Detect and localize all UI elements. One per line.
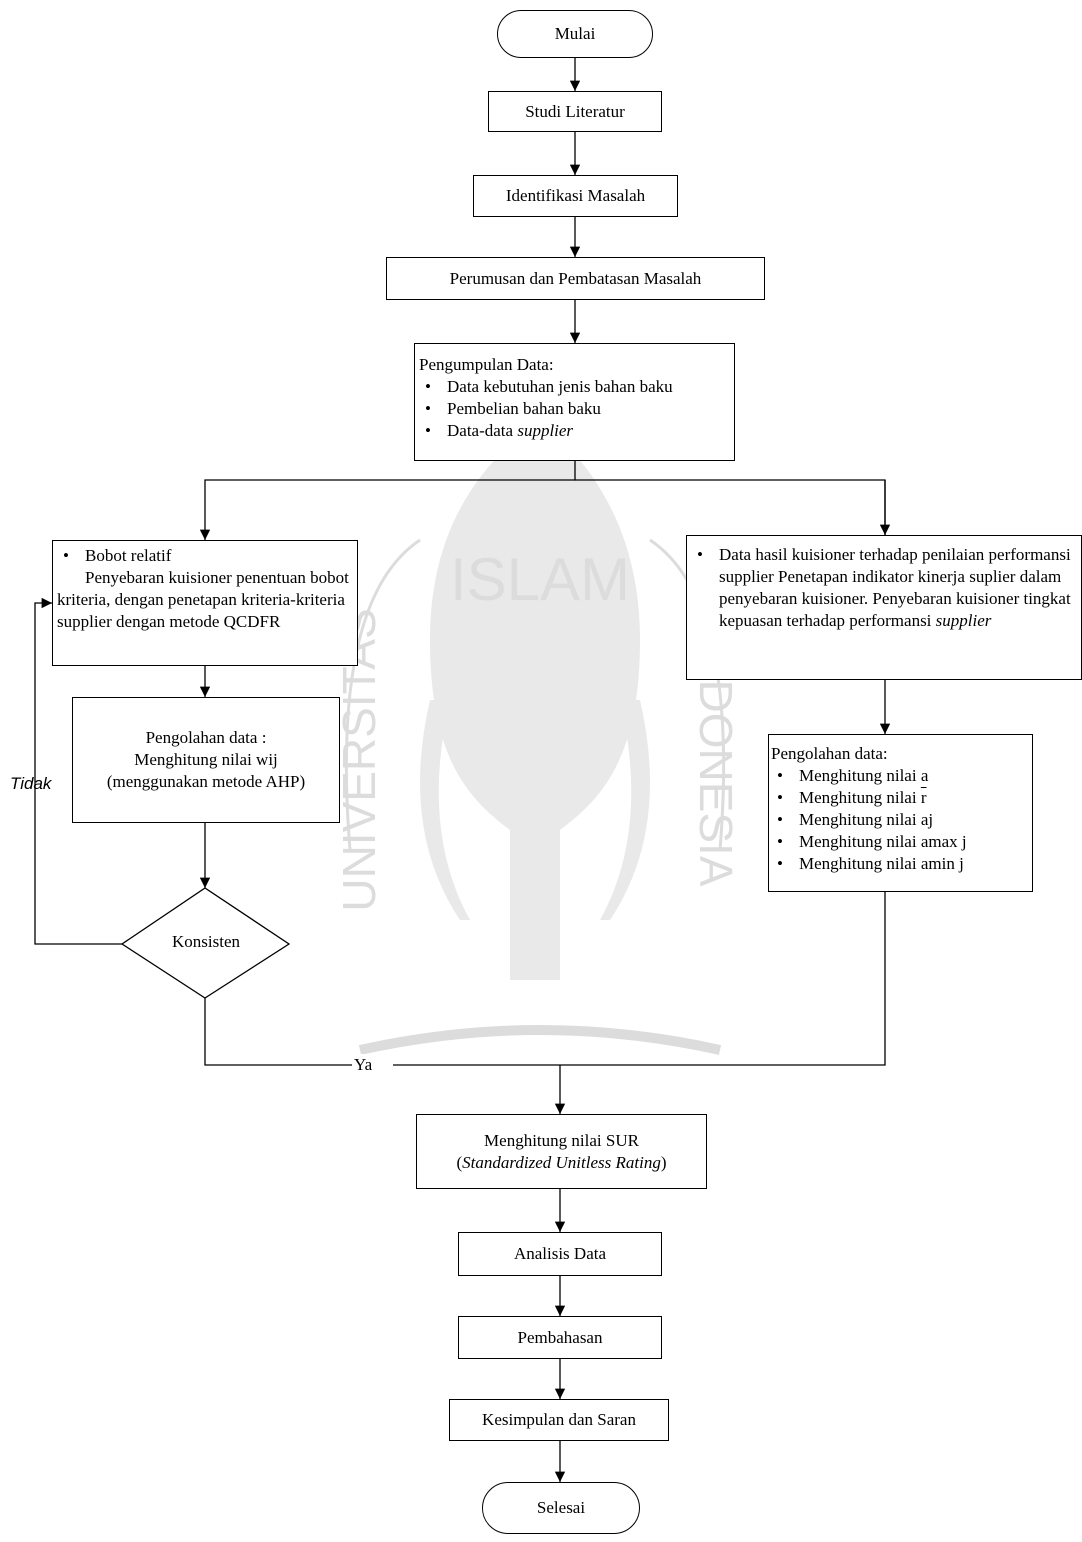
pengolahan-ahp-line1: Pengolahan data : <box>145 728 267 747</box>
pembahasan-label: Pembahasan <box>517 1327 603 1347</box>
kesimpulan-box: Kesimpulan dan Saran <box>449 1399 669 1441</box>
seal-text-top: ISLAM <box>450 546 630 613</box>
pengumpulan-title: Pengumpulan Data: <box>419 355 554 374</box>
pengolahan-item: Menghitung nilai amax j <box>771 831 1030 853</box>
seal-bottom-script <box>358 1025 722 1055</box>
arrow-tidak-loop <box>34 597 122 945</box>
kesimpulan-label: Kesimpulan dan Saran <box>482 1410 636 1429</box>
ya-label: Ya <box>352 1054 375 1076</box>
pengumpulan-item: Pembelian bahan baku <box>419 398 730 420</box>
pengolahan-title: Pengolahan data: <box>771 744 888 763</box>
studi-literatur-label: Studi Literatur <box>525 101 625 121</box>
end-terminal: Selesai <box>482 1482 640 1534</box>
perumusan-masalah-label: Perumusan dan Pembatasan Masalah <box>449 268 702 288</box>
seal-leaf-left <box>420 700 470 920</box>
studi-literatur-box: Studi Literatur <box>488 91 662 132</box>
pengolahan-ahp-line3: (menggunakan metode AHP) <box>106 772 306 791</box>
arrow-pengumpulan-kuisioner-line <box>575 479 886 535</box>
sur-box: Menghitung nilai SUR (Standardized Unitl… <box>416 1114 707 1189</box>
arrow-pengumpulan-bobot <box>199 461 576 540</box>
start-label: Mulai <box>554 24 596 43</box>
pengolahan-item: Menghitung nilai aj <box>771 809 1030 831</box>
pengolahan-item: Menghitung nilai r <box>771 787 1030 809</box>
identifikasi-masalah-box: Identifikasi Masalah <box>473 175 678 217</box>
konsisten-diamond <box>120 887 291 999</box>
pengumpulan-item: Data kebutuhan jenis bahan baku <box>419 376 730 398</box>
sur-line1: Menghitung nilai SUR <box>484 1130 639 1150</box>
pengolahan-item: Menghitung nilai amin j <box>771 853 1030 875</box>
identifikasi-masalah-label: Identifikasi Masalah <box>505 186 646 205</box>
perumusan-masalah-box: Perumusan dan Pembatasan Masalah <box>386 257 765 300</box>
bobot-relatif-box: Bobot relatif Penyebaran kuisioner penen… <box>52 540 358 666</box>
kuisioner-text: • Data hasil kuisioner terhadap penilaia… <box>697 545 1071 630</box>
sur-line2: (Standardized Unitless Rating) <box>456 1152 667 1172</box>
analisis-data-label: Analisis Data <box>513 1244 607 1263</box>
pembahasan-box: Pembahasan <box>458 1316 662 1359</box>
pengolahan-item: Menghitung nilai a <box>771 765 1030 787</box>
bobot-bullet: Bobot relatif <box>57 545 353 567</box>
start-terminal: Mulai <box>497 10 653 58</box>
pengumpulan-item: Data-data supplier <box>419 420 730 442</box>
kuisioner-box: • Data hasil kuisioner terhadap penilaia… <box>686 535 1082 680</box>
pengolahan-ahp-box: Pengolahan data : Menghitung nilai wij (… <box>72 697 340 823</box>
tidak-label: Tidak <box>10 774 52 793</box>
konsisten-label: Konsisten <box>172 932 240 951</box>
line-ya-left <box>204 998 352 1066</box>
pengolahan-ahp-line2: Menghitung nilai wij <box>134 750 278 769</box>
pengumpulan-data-box: Pengumpulan Data: Data kebutuhan jenis b… <box>414 343 735 461</box>
seal-leaf-right <box>600 700 650 920</box>
line-ya-right <box>393 892 886 1066</box>
seal-emblem <box>430 420 640 980</box>
r-bar-symbol: r <box>920 788 927 807</box>
analisis-data-box: Analisis Data <box>458 1232 662 1276</box>
pengumpulan-list: Data kebutuhan jenis bahan baku Pembelia… <box>419 376 730 442</box>
end-label: Selesai <box>536 1498 586 1517</box>
bobot-text: Penyebaran kuisioner penentuan bobot kri… <box>57 568 349 631</box>
pengolahan-data-box: Pengolahan data: Menghitung nilai a Meng… <box>768 734 1033 892</box>
